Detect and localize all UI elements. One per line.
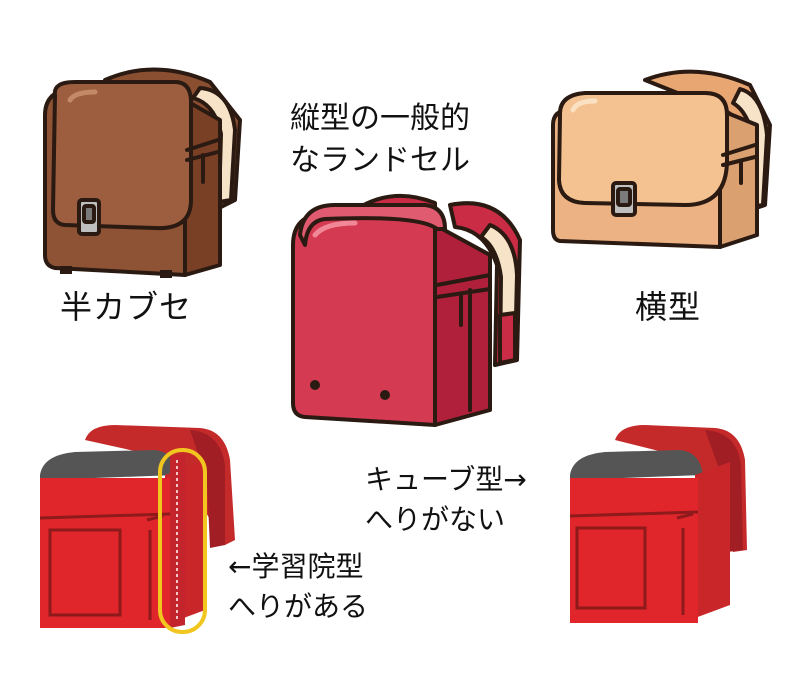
heri-highlight-ring xyxy=(158,448,207,634)
gakushuin-note-line2: へりがある xyxy=(228,590,369,623)
center-caption-line1: 縦型の一般的 xyxy=(290,101,470,136)
brown-randoseru-icon xyxy=(43,67,242,278)
tan-randoseru-icon xyxy=(551,69,772,249)
gakushuin-note: ←学習院型 へりがある xyxy=(228,547,368,627)
gakushuin-note-line1: ←学習院型 xyxy=(228,550,364,583)
label-horizontal: 横型 xyxy=(635,288,702,326)
red-cube-randoseru-icon xyxy=(569,425,747,623)
cube-note-line1: キューブ型→ xyxy=(365,463,527,496)
cube-note: キューブ型→ へりがない xyxy=(365,460,527,540)
center-caption-line2: なランドセル xyxy=(290,143,470,178)
cube-note-line2: へりがない xyxy=(365,503,506,536)
center-caption: 縦型の一般的 なランドセル xyxy=(290,98,470,182)
red-gakushuin-randoseru-icon xyxy=(39,425,235,634)
label-half-cover: 半カブセ xyxy=(60,288,193,326)
crimson-randoseru-icon xyxy=(291,193,522,427)
